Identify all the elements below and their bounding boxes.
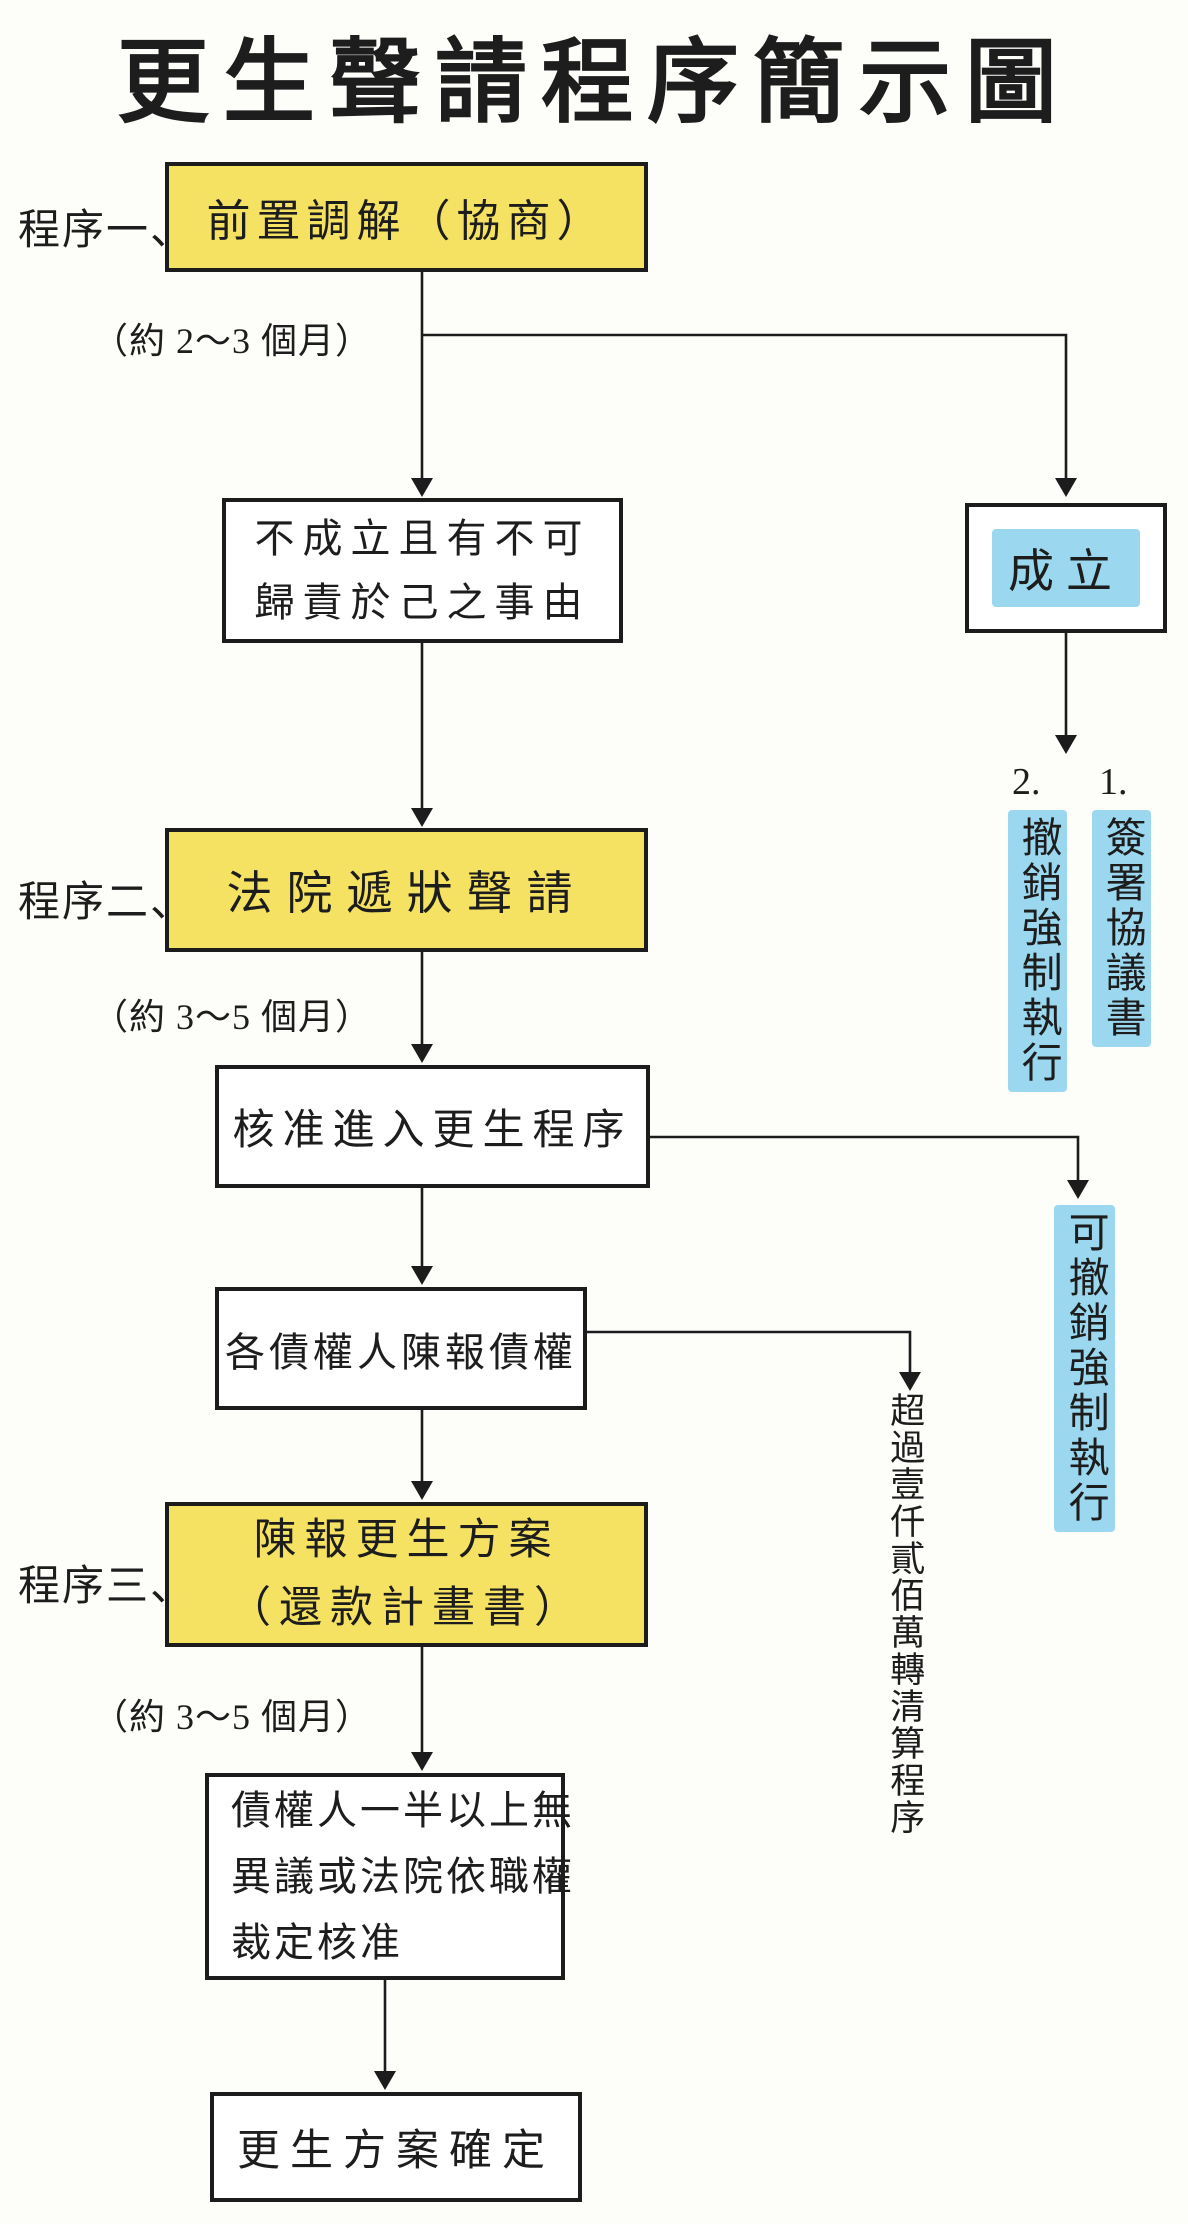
stage2-duration: （約 3～5 個月） [92,997,373,1037]
success-item1-number: 1. [1099,761,1128,803]
side-note-may-revoke-enforcement: 可撤銷強制執行 [1054,1205,1116,1532]
arrowhead [374,2071,396,2090]
arrowhead [1055,735,1077,754]
stage1-label: 程序一、 [18,208,195,254]
stage2-label: 程序二、 [18,880,195,926]
node-pre-mediation-label: 前置調解（協商） [206,197,607,246]
node-submit-rehabilitation-plan-line2: （還款計畫書） [228,1584,585,1632]
node-mediation-failed-line1: 不成立且有不可 [254,515,591,561]
node-submit-rehabilitation-plan: 陳報更生方案 （還款計畫書） [165,1502,648,1647]
node-consent-line2: 異議或法院依職權 [231,1853,575,1899]
node-approved-rehabilitation: 核准進入更生程序 [215,1065,650,1188]
node-plan-confirmed-label: 更生方案確定 [237,2128,555,2175]
connector-approve-to-revoke [650,1135,1080,1190]
success-item2-revoke-enforcement: 撤銷強制執行 [1008,810,1068,1092]
connector-mediation-to-success [422,333,1068,488]
node-mediation-success: 成立 [965,503,1167,633]
node-creditor-consent-or-court-approval: 債權人一半以上無 異議或法院依職權 裁定核准 [205,1773,572,1980]
node-plan-confirmed: 更生方案確定 [210,2092,582,2202]
node-consent-line3: 裁定核准 [231,1919,403,1965]
arrowhead [411,808,433,827]
node-pre-mediation: 前置調解（協商） [165,162,648,272]
success-item2-number: 2. [1012,761,1041,803]
arrowhead [1055,478,1077,497]
stage3-label: 程序三、 [18,1564,195,1610]
connector-creditors-to-liquidation [587,1330,912,1382]
success-item1-sign-agreement: 簽署協議書 [1092,810,1152,1047]
side-note-liquidation-threshold: 超過壹仟貳佰萬轉清算程序 [885,1392,925,1836]
arrowhead [411,1481,433,1500]
node-creditors-declare-claims-label: 各債權人陳報債權 [225,1329,577,1375]
stage3-duration: （約 3～5 個月） [92,1697,373,1737]
node-approved-rehabilitation-label: 核准進入更生程序 [232,1108,633,1154]
node-court-filing-label: 法院遞狀聲請 [226,868,587,919]
arrowhead [411,1752,433,1771]
node-consent-line1: 債權人一半以上無 [231,1787,575,1833]
page-title: 更生聲請程序簡示圖 [116,32,1071,134]
node-mediation-success-label: 成立 [992,529,1140,607]
arrowhead [899,1372,921,1391]
node-mediation-failed: 不成立且有不可 歸責於己之事由 [222,498,623,643]
node-court-filing: 法院遞狀聲請 [165,828,648,952]
node-creditors-declare-claims: 各債權人陳報債權 [215,1287,587,1410]
arrowheads [374,478,1089,2090]
arrowhead [411,478,433,497]
arrowhead [411,1044,433,1063]
node-mediation-failed-line2: 歸責於己之事由 [254,579,591,625]
node-submit-rehabilitation-plan-line1: 陳報更生方案 [253,1516,560,1564]
arrowhead [411,1266,433,1285]
stage1-duration: （約 2～3 個月） [92,321,373,361]
arrowhead [1067,1180,1089,1199]
